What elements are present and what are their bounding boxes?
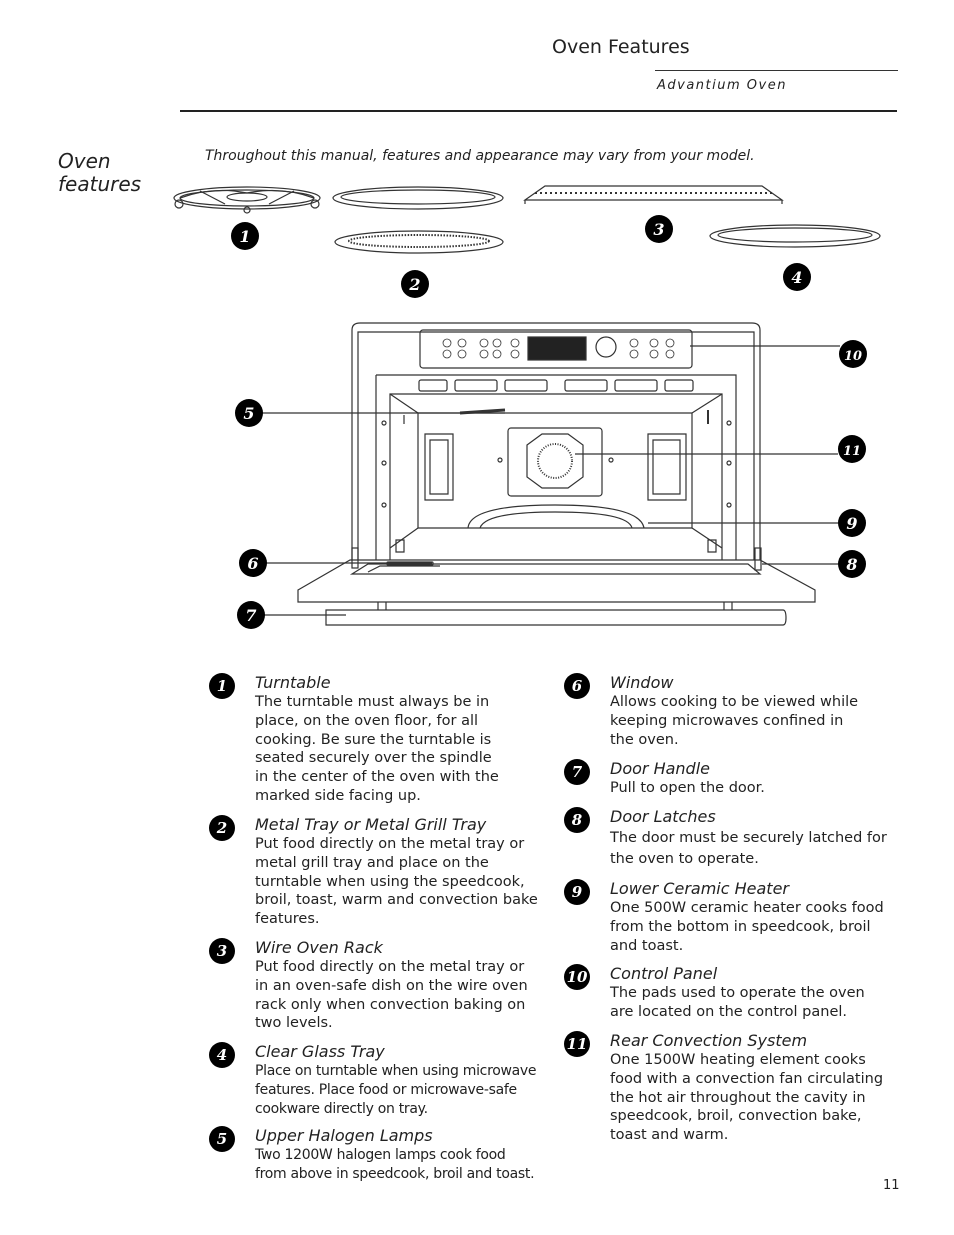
- header-divider-short: [655, 70, 898, 71]
- metal-grill-tray-illustration: [334, 230, 504, 254]
- feature-item-turntable: 1 Turntable The turntable must always be…: [209, 673, 555, 806]
- svg-text:1: 1: [239, 227, 250, 246]
- intro-text: Throughout this manual, features and app…: [205, 148, 755, 164]
- svg-text:10: 10: [844, 349, 862, 364]
- feature-item-metal-tray: 2 Metal Tray or Metal Grill Tray Put foo…: [209, 815, 555, 929]
- item-title: Door Handle: [610, 759, 710, 778]
- item-number-badge: 8: [564, 807, 590, 833]
- svg-text:11: 11: [843, 444, 861, 459]
- callout-2: 2: [401, 270, 429, 298]
- item-number-badge: 3: [209, 938, 235, 964]
- item-title: Clear Glass Tray: [255, 1042, 385, 1061]
- item-number-badge: 4: [209, 1042, 235, 1068]
- item-title: Rear Convection System: [610, 1031, 808, 1050]
- item-title: Window: [610, 673, 674, 692]
- page-header-title: Oven Features: [552, 36, 690, 58]
- item-title: Control Panel: [610, 964, 718, 983]
- callout-8: 8: [838, 550, 866, 578]
- svg-text:9: 9: [846, 514, 857, 533]
- feature-item-convection-system: 11 Rear Convection System One 1500W heat…: [564, 1031, 900, 1145]
- callout-9: 9: [838, 509, 866, 537]
- item-title: Metal Tray or Metal Grill Tray: [255, 815, 487, 834]
- callout-10: 10: [839, 340, 867, 368]
- header-divider-long: [180, 110, 897, 112]
- item-number-badge: 1: [209, 673, 235, 699]
- item-title: Turntable: [255, 673, 331, 692]
- wire-oven-rack-illustration: [523, 185, 784, 204]
- item-number-badge: 7: [564, 759, 590, 785]
- callout-1: 1: [231, 222, 259, 250]
- oven-illustration: 1 2 3 4 5 6 7 8 9 10 11: [173, 185, 881, 629]
- feature-item-control-panel: 10 Control Panel The pads used to operat…: [564, 964, 900, 1022]
- feature-item-halogen-lamps: 5 Upper Halogen Lamps Two 1200W halogen …: [209, 1126, 555, 1184]
- turntable-illustration: [173, 186, 321, 214]
- callout-6: 6: [239, 549, 267, 577]
- metal-tray-illustration: [332, 186, 504, 210]
- callout-7: 7: [237, 601, 265, 629]
- svg-text:8: 8: [845, 555, 857, 574]
- svg-text:4: 4: [791, 268, 802, 287]
- callout-5: 5: [235, 399, 263, 427]
- oven-body-illustration: [297, 322, 816, 626]
- item-title: Upper Halogen Lamps: [255, 1126, 433, 1145]
- svg-text:7: 7: [245, 606, 256, 625]
- svg-text:3: 3: [653, 220, 664, 239]
- item-number-badge: 10: [564, 964, 590, 990]
- svg-text:2: 2: [408, 275, 420, 294]
- section-title-line2: features: [58, 172, 142, 196]
- item-number-badge: 11: [564, 1031, 590, 1057]
- feature-item-door-latches: 8 Door Latches The door must be securely…: [564, 807, 900, 870]
- section-title: Oven features: [58, 150, 141, 196]
- item-description: Pull to open the door.: [610, 780, 765, 796]
- callout-11: 11: [838, 435, 866, 463]
- svg-text:5: 5: [243, 404, 254, 423]
- item-title: Wire Oven Rack: [255, 938, 383, 957]
- callout-3: 3: [645, 215, 673, 243]
- feature-item-ceramic-heater: 9 Lower Ceramic Heater One 500W ceramic …: [564, 879, 900, 955]
- item-number-badge: 6: [564, 673, 590, 699]
- feature-item-door-handle: 7 Door Handle Pull to open the door.: [564, 759, 900, 798]
- item-title: Lower Ceramic Heater: [610, 879, 789, 898]
- item-number-badge: 5: [209, 1126, 235, 1152]
- item-number-badge: 2: [209, 815, 235, 841]
- section-title-line1: Oven: [58, 149, 111, 173]
- item-title: Door Latches: [610, 807, 716, 826]
- clear-glass-tray-illustration: [709, 224, 881, 248]
- feature-item-glass-tray: 4 Clear Glass Tray Place on turntable wh…: [209, 1042, 555, 1118]
- item-number-badge: 9: [564, 879, 590, 905]
- feature-item-wire-rack: 3 Wire Oven Rack Put food directly on th…: [209, 938, 555, 1033]
- page-header-subtitle: Advantium Oven: [657, 78, 787, 93]
- callout-4: 4: [783, 263, 811, 291]
- svg-text:6: 6: [247, 554, 258, 573]
- feature-item-window: 6 Window Allows cooking to be viewed whi…: [564, 673, 900, 749]
- page-number: 11: [883, 1178, 900, 1193]
